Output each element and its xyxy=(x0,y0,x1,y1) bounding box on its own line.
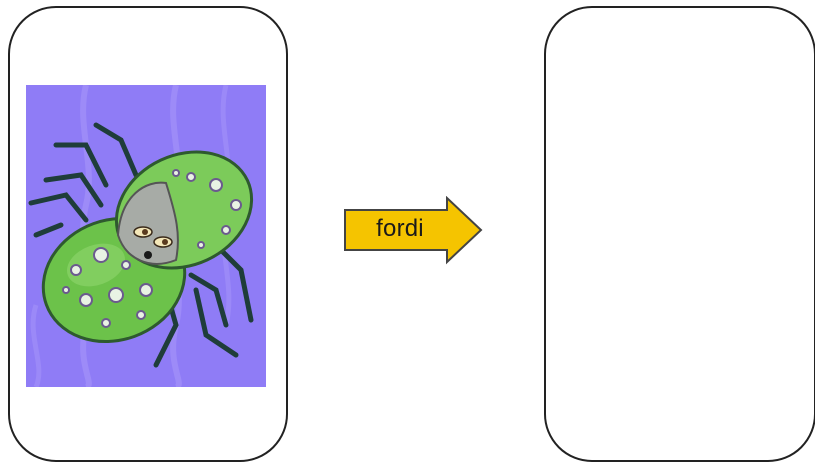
fordi-arrow: fordi xyxy=(343,195,485,266)
arrow-label: fordi xyxy=(376,215,424,242)
germ-illustration xyxy=(26,85,266,387)
right-card xyxy=(544,6,815,462)
arrow-shape xyxy=(344,195,483,265)
